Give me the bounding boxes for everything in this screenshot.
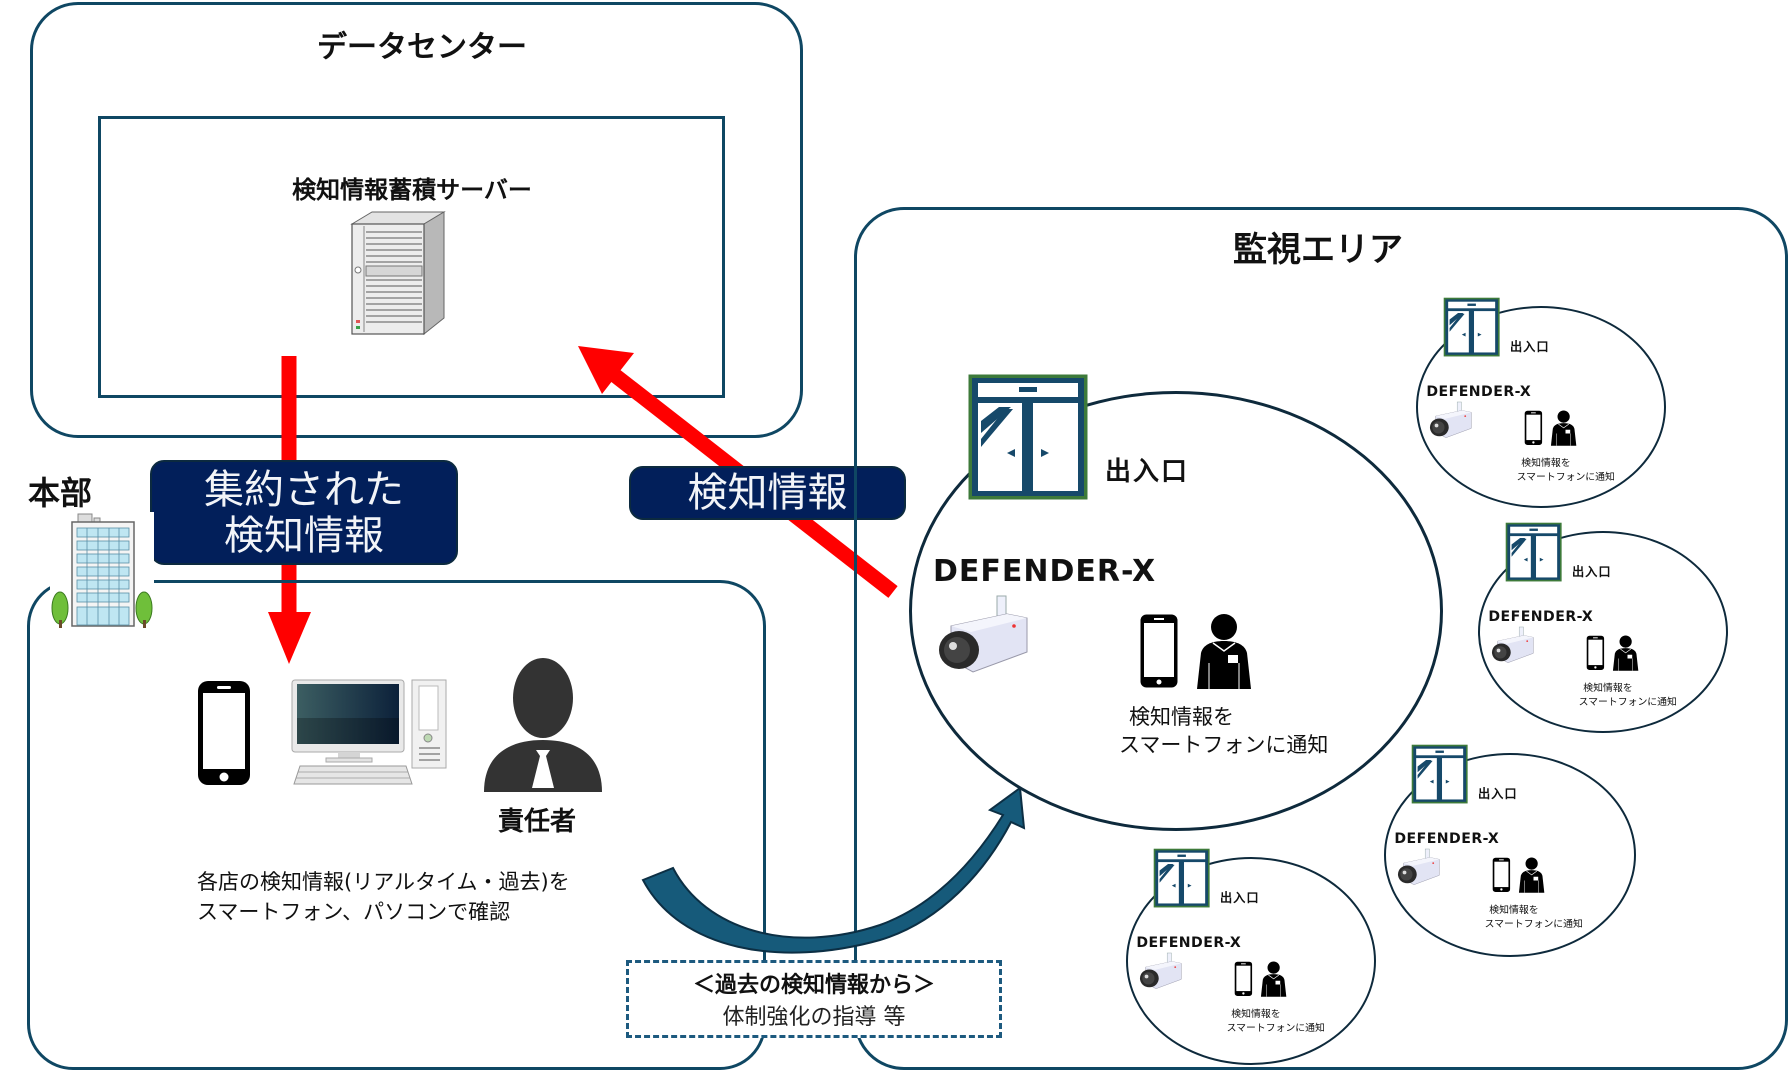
- security-camera-icon: [939, 595, 1028, 673]
- device-name: DEFENDER-X: [1488, 609, 1594, 626]
- notify-line1: 検知情報を: [1583, 683, 1633, 695]
- entrance-door-icon: [1505, 522, 1562, 582]
- desktop-pc-icon: [291, 679, 447, 785]
- staff-icon: [1551, 410, 1577, 447]
- device-name: DEFENDER-X: [1426, 384, 1532, 401]
- aggregated-info-label-line1: 集約された: [204, 466, 404, 513]
- device-name: DEFENDER-X: [1394, 831, 1500, 848]
- entrance-label: 出入口: [1478, 787, 1518, 802]
- entrance-door-icon: [1443, 297, 1500, 357]
- data-center-frame: [30, 2, 803, 438]
- watch-area-title: 監視エリア: [1233, 230, 1403, 270]
- watch-area-frame: [854, 207, 1788, 1070]
- entrance-label: 出入口: [1105, 457, 1190, 487]
- entrance-door-icon: [1153, 848, 1210, 908]
- server-title: 検知情報蓄積サーバー: [292, 176, 532, 204]
- smartphone-icon: [1586, 636, 1605, 671]
- staff-icon: [1197, 614, 1251, 689]
- device-name: DEFENDER-X: [933, 554, 1157, 589]
- headquarters-description-line2: スマートフォン、パソコンで確認: [197, 900, 511, 924]
- staff-icon: [1261, 961, 1287, 998]
- headquarters-description-line1: 各店の検知情報(リアルタイム・過去)を: [197, 870, 570, 894]
- detection-info-label: 検知情報: [629, 466, 906, 520]
- notify-line1: 検知情報を: [1231, 1009, 1281, 1021]
- data-center-title: データセンター: [317, 30, 527, 65]
- smartphone-icon: [1234, 962, 1253, 997]
- entrance-door-icon: [1411, 744, 1468, 804]
- security-camera-icon: [1492, 627, 1534, 664]
- security-camera-icon: [1140, 953, 1182, 990]
- device-name: DEFENDER-X: [1136, 935, 1242, 952]
- guidance-line2: 体制強化の指導 等: [722, 1005, 906, 1030]
- staff-icon: [1613, 635, 1639, 672]
- entrance-label: 出入口: [1510, 340, 1550, 355]
- smartphone-icon: [1524, 411, 1543, 446]
- server-tower-icon: [350, 211, 446, 336]
- manager-label: 責任者: [498, 807, 577, 837]
- notify-line2: スマートフォンに通知: [1119, 733, 1329, 757]
- smartphone-icon: [1140, 614, 1178, 688]
- server-frame: [98, 116, 725, 398]
- staff-icon: [1519, 857, 1545, 894]
- office-building-icon: [50, 512, 154, 628]
- guidance-box: ＜過去の検知情報から＞ 体制強化の指導 等: [626, 960, 1002, 1038]
- notify-line2: スマートフォンに通知: [1516, 471, 1615, 483]
- notify-line1: 検知情報を: [1521, 458, 1571, 470]
- guidance-line1: ＜過去の検知情報から＞: [692, 973, 935, 998]
- entrance-label: 出入口: [1220, 891, 1260, 906]
- headquarters-title: 本部: [28, 474, 93, 512]
- notify-line2: スマートフォンに通知: [1578, 696, 1677, 708]
- notify-line1: 検知情報を: [1129, 705, 1234, 729]
- entrance-label: 出入口: [1572, 565, 1612, 580]
- notify-line1: 検知情報を: [1489, 905, 1539, 917]
- entrance-door-icon: [968, 374, 1088, 500]
- aggregated-info-label-line2: 検知情報: [224, 512, 384, 559]
- smartphone-icon: [198, 681, 250, 785]
- detection-info-label-text: 検知情報: [687, 470, 848, 516]
- security-camera-icon: [1398, 849, 1440, 886]
- notify-line2: スマートフォンに通知: [1484, 918, 1583, 930]
- security-camera-icon: [1430, 402, 1472, 439]
- headquarters-frame: [27, 580, 766, 1070]
- smartphone-icon: [1492, 858, 1511, 893]
- manager-icon: [484, 658, 602, 792]
- notify-line2: スマートフォンに通知: [1226, 1022, 1325, 1034]
